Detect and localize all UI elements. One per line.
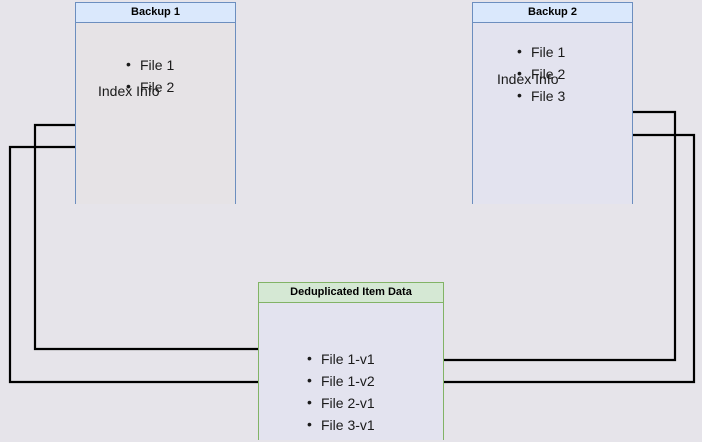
- list-item[interactable]: File 3-v1: [307, 413, 375, 436]
- list-item[interactable]: File 2: [517, 62, 565, 85]
- backup-2-file-list: File 1 File 2 File 3: [517, 40, 565, 107]
- deduplicated-item-list: File 1-v1 File 1-v2 File 2-v1 File 3-v1: [307, 347, 375, 436]
- list-item[interactable]: File 1: [517, 40, 565, 63]
- backup-1-title: Backup 1: [76, 3, 235, 23]
- deduplicated-item-data-body: File 1-v1 File 1-v2 File 2-v1 File 3-v1: [259, 303, 443, 440]
- backup-2-title: Backup 2: [473, 3, 632, 23]
- list-item[interactable]: File 1: [126, 53, 174, 76]
- deduplicated-item-data-title: Deduplicated Item Data: [259, 283, 443, 303]
- list-item[interactable]: File 2-v1: [307, 391, 375, 414]
- list-item[interactable]: File 1-v2: [307, 369, 375, 392]
- backup-2-node[interactable]: Backup 2 Index Info File 1 File 2 File 3: [472, 2, 633, 204]
- backup-1-node[interactable]: Backup 1 Index Info File 1 File 2: [75, 2, 236, 204]
- deduplicated-item-data-node[interactable]: Deduplicated Item Data File 1-v1 File 1-…: [258, 282, 444, 440]
- backup-1-body: Index Info File 1 File 2: [76, 23, 235, 204]
- backup-1-file-list: File 1 File 2: [126, 53, 174, 98]
- backup-2-body: Index Info File 1 File 2 File 3: [473, 23, 632, 204]
- list-item[interactable]: File 1-v1: [307, 347, 375, 370]
- list-item[interactable]: File 3: [517, 84, 565, 107]
- list-item[interactable]: File 2: [126, 75, 174, 98]
